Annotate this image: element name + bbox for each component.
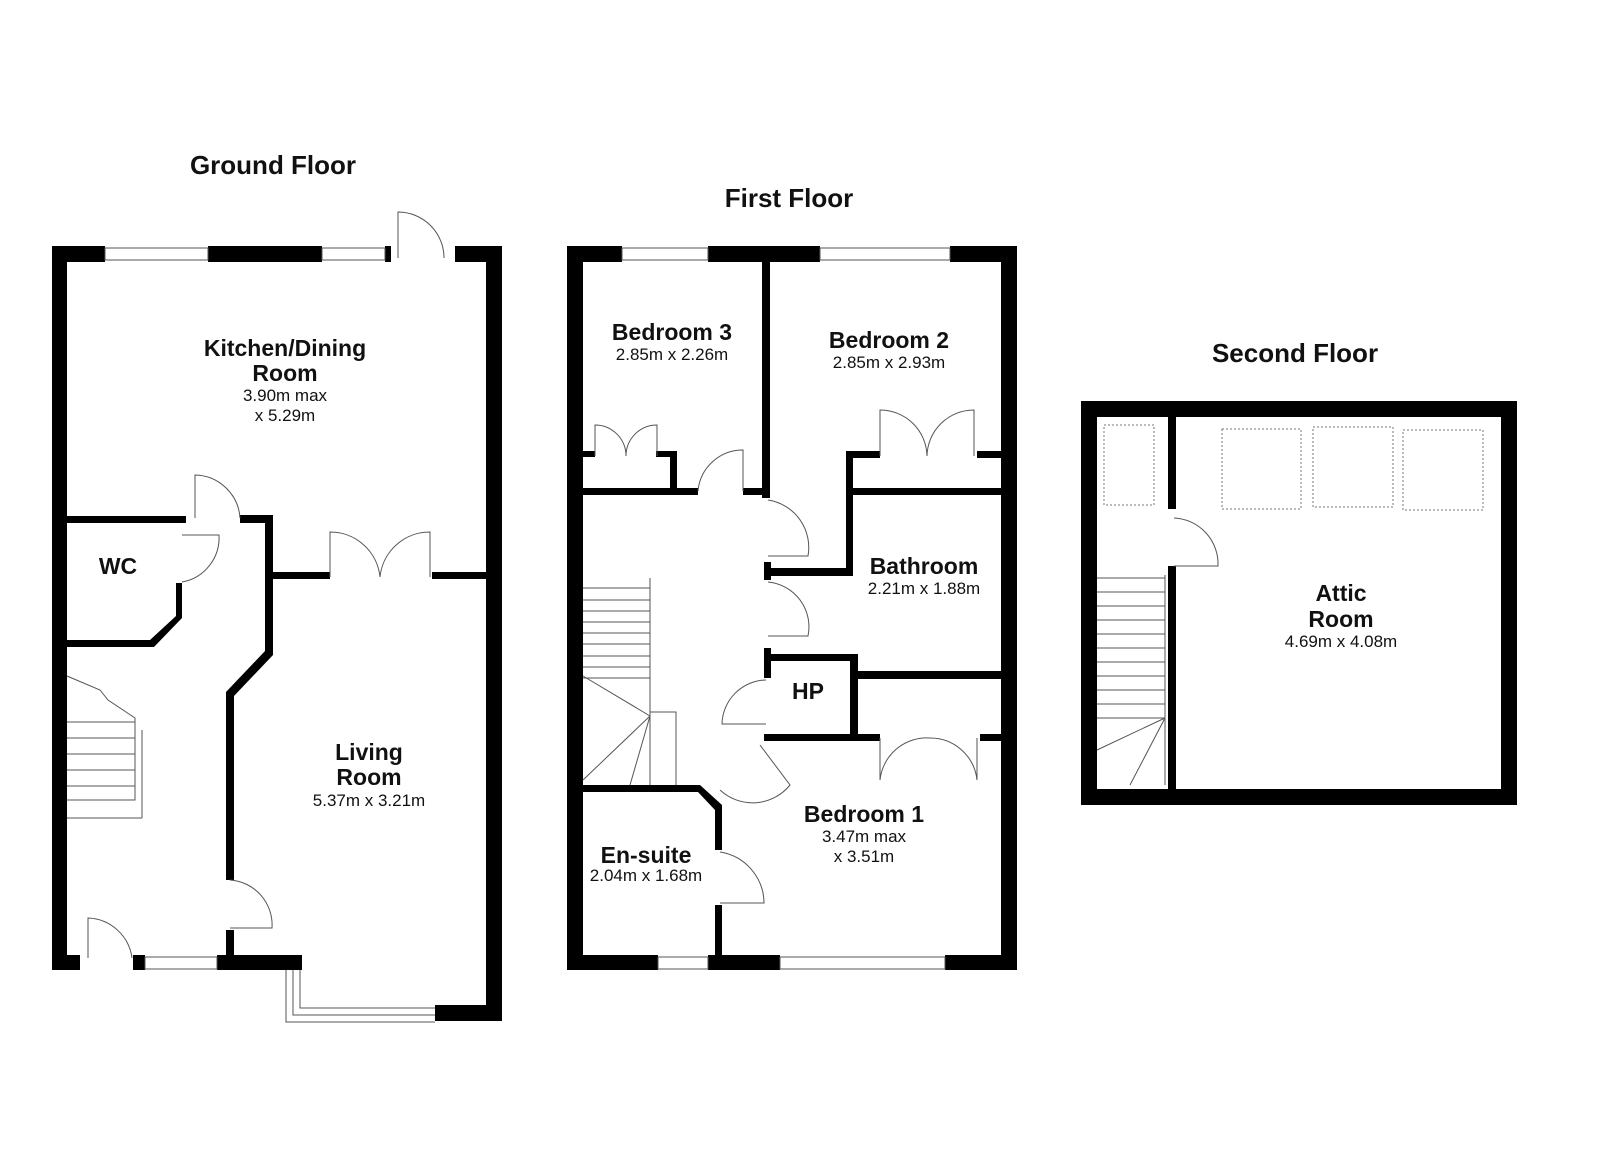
living-door-icon: [229, 879, 273, 929]
first-floor-title: First Floor: [725, 183, 854, 213]
kitchen-dimensions-2: x 5.29m: [255, 406, 315, 425]
first-stairs: [582, 578, 677, 786]
bedroom1-wardrobe-icon: [879, 737, 978, 781]
second-stairs: [1096, 575, 1166, 786]
first-floor: First Floor: [567, 183, 1017, 970]
double-door-icon: [329, 531, 431, 578]
bedroom2-door-icon: [767, 499, 810, 557]
first-outer-walls: [567, 246, 1017, 970]
bedroom1-door-icon: [719, 744, 791, 804]
wc-door-icon: [181, 534, 220, 583]
front-door-icon: [87, 917, 133, 959]
second-floor: Second Floor: [1081, 338, 1517, 805]
bedroom2-dimensions: 2.85m x 2.93m: [833, 353, 945, 372]
first-internal-walls: [583, 262, 1002, 955]
attic-door-icon: [1173, 517, 1219, 567]
bedroom3-label: Bedroom 3: [612, 319, 732, 345]
living-room-label-2: Room: [336, 764, 401, 790]
bedroom3-door-icon: [697, 449, 744, 492]
second-floor-title: Second Floor: [1212, 338, 1378, 368]
hp-door-icon: [721, 679, 767, 725]
bedroom1-label: Bedroom 1: [804, 801, 924, 827]
first-windows: [621, 247, 951, 970]
ground-stairs: [66, 675, 143, 819]
bathroom-door-icon: [767, 581, 810, 637]
wardrobe-door-icon: [594, 424, 658, 457]
second-walls: [1081, 401, 1517, 805]
attic-room-label: Attic: [1315, 580, 1366, 606]
bedroom2-label: Bedroom 2: [829, 327, 949, 353]
attic-room-dimensions: 4.69m x 4.08m: [1285, 632, 1397, 651]
skylight-icon: [1402, 429, 1484, 511]
rear-door-icon: [397, 211, 445, 259]
ground-floor: Ground Floor: [52, 150, 502, 1023]
kitchen-door-icon: [194, 474, 241, 519]
bathroom-label: Bathroom: [870, 553, 979, 579]
ground-floor-title: Ground Floor: [190, 150, 356, 180]
wc-label: WC: [99, 553, 137, 579]
ensuite-label: En-suite: [601, 842, 692, 868]
bedroom1-dimensions: 3.47m max: [822, 827, 907, 846]
ground-doors: [87, 211, 445, 959]
living-room-dimensions: 5.37m x 3.21m: [313, 791, 425, 810]
ensuite-dimensions: 2.04m x 1.68m: [590, 866, 702, 885]
kitchen-dimensions: 3.90m max: [243, 386, 328, 405]
bedroom3-dimensions: 2.85m x 2.26m: [616, 345, 728, 364]
ground-windows: [104, 247, 435, 1023]
skylight-icon: [1103, 424, 1155, 506]
ground-outer-walls: [52, 246, 502, 1021]
living-room-label: Living: [335, 739, 403, 765]
bathroom-dimensions: 2.21m x 1.88m: [868, 579, 980, 598]
kitchen-label-2: Room: [252, 360, 317, 386]
attic-room-label-2: Room: [1308, 606, 1373, 632]
skylights: [1103, 424, 1484, 511]
skylight-icon: [1221, 428, 1302, 510]
ensuite-door-icon: [719, 851, 765, 904]
first-doors: [594, 409, 978, 904]
ground-internal-walls: [66, 515, 487, 956]
hp-label: HP: [792, 678, 824, 704]
kitchen-label: Kitchen/Dining: [204, 335, 366, 361]
skylight-icon: [1312, 426, 1394, 508]
bedroom1-dimensions-2: x 3.51m: [834, 847, 894, 866]
wardrobe-door-icon: [879, 409, 975, 457]
